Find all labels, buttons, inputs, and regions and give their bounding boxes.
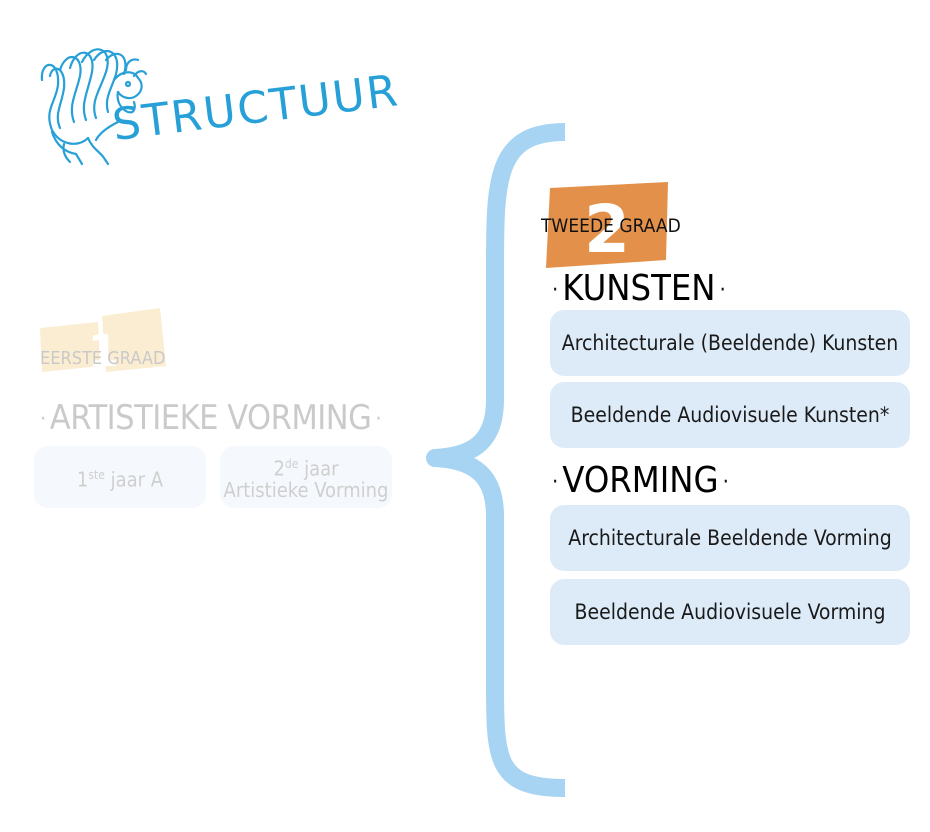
degree-2-number: 2 (584, 191, 630, 268)
section-title-text: KUNSTEN (562, 268, 716, 309)
degree-2-badge: 2 (546, 182, 668, 268)
degree-1-title-text: ARTISTIEKE VORMING (49, 398, 372, 438)
option-label: jaar (298, 456, 339, 481)
section-title-text: VORMING (562, 460, 719, 501)
option-label-line2: Artistieke Vorming (223, 478, 389, 503)
degree-1-label: EERSTE GRAAD (40, 348, 166, 369)
section-title-kunsten: ·KUNSTEN· (548, 268, 730, 309)
degree-1-badge: 1 (40, 308, 166, 377)
bullet-dot-icon: · (375, 407, 382, 432)
option-1ste-jaar-a[interactable]: 1ste jaar A (34, 446, 206, 508)
bullet-dot-icon: · (552, 277, 559, 303)
curly-brace (426, 123, 566, 797)
option-ordinal-suffix: ste (88, 467, 105, 482)
option-ordinal: 1 (76, 467, 89, 492)
degree-1-title: ·ARTISTIEKE VORMING· (36, 398, 385, 438)
degree-2-label: TWEEDE GRAAD (541, 215, 681, 237)
bullet-dot-icon: · (719, 277, 726, 303)
option-ordinal: 2 (273, 456, 285, 481)
option-2de-jaar[interactable]: 2de jaar Artistieke Vorming (220, 446, 392, 508)
option-ordinal-suffix: de (284, 456, 299, 471)
option-architecturale-kunsten[interactable]: Architecturale (Beeldende) Kunsten (550, 310, 910, 376)
section-title-vorming: ·VORMING· (548, 460, 733, 501)
winged-bull-icon (40, 48, 148, 166)
bullet-dot-icon: · (552, 469, 559, 495)
degree-1-number: 1 (88, 326, 119, 377)
option-audiovisuele-kunsten[interactable]: Beeldende Audiovisuele Kunsten* (550, 382, 910, 448)
option-architecturale-vorming[interactable]: Architecturale Beeldende Vorming (550, 505, 910, 571)
bullet-dot-icon: · (40, 407, 46, 432)
bullet-dot-icon: · (722, 469, 729, 495)
option-audiovisuele-vorming[interactable]: Beeldende Audiovisuele Vorming (550, 579, 910, 645)
option-label: jaar A (104, 467, 164, 492)
